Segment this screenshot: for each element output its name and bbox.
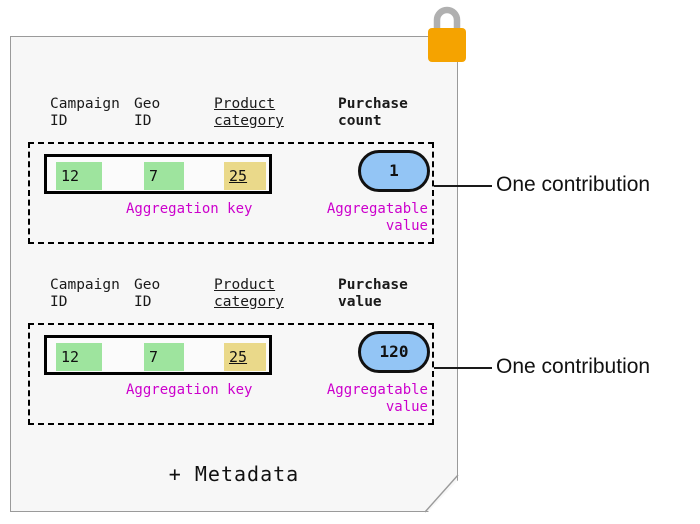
geo-id-value: 7 bbox=[144, 343, 184, 371]
contribution-boundary: 12 7 25 120 Aggregation key Aggregatable… bbox=[28, 323, 434, 425]
aggregation-key-caption: Aggregation key bbox=[126, 201, 253, 217]
aggregatable-report-card bbox=[10, 36, 458, 512]
header-product-category: Product category bbox=[214, 277, 284, 310]
header-geo-id: Geo ID bbox=[134, 277, 161, 310]
contribution-boundary: 12 7 25 1 Aggregation key Aggregatable v… bbox=[28, 142, 434, 244]
metadata-label: + Metadata bbox=[168, 462, 300, 486]
callout-leader-line bbox=[434, 367, 492, 369]
header-purchase-count: Purchase count bbox=[338, 96, 408, 129]
campaign-id-value: 12 bbox=[56, 162, 102, 190]
product-category-value: 25 bbox=[224, 343, 266, 371]
product-category-value: 25 bbox=[224, 162, 266, 190]
header-campaign-id: Campaign ID bbox=[50, 277, 120, 310]
aggregatable-value-caption: Aggregatable value bbox=[326, 201, 428, 234]
contribution-block-purchase-value: Campaign ID Geo ID Product category Purc… bbox=[28, 277, 434, 425]
contribution-block-purchase-count: Campaign ID Geo ID Product category Purc… bbox=[28, 96, 434, 244]
campaign-id-value: 12 bbox=[56, 343, 102, 371]
callout-leader-line bbox=[434, 185, 492, 187]
aggregatable-value-pill: 120 bbox=[358, 331, 430, 373]
callout-label-one-contribution: One contribution bbox=[496, 355, 651, 378]
callout-label-one-contribution: One contribution bbox=[496, 173, 651, 196]
column-headers: Campaign ID Geo ID Product category Purc… bbox=[28, 277, 434, 323]
header-purchase-value: Purchase value bbox=[338, 277, 408, 310]
aggregatable-value-caption: Aggregatable value bbox=[326, 382, 428, 415]
geo-id-value: 7 bbox=[144, 162, 184, 190]
aggregation-key-box: 12 7 25 bbox=[44, 335, 272, 375]
header-campaign-id: Campaign ID bbox=[50, 96, 120, 129]
padlock-icon bbox=[428, 6, 466, 62]
aggregatable-value-pill: 1 bbox=[358, 150, 430, 192]
aggregation-key-box: 12 7 25 bbox=[44, 154, 272, 194]
header-product-category: Product category bbox=[214, 96, 284, 129]
column-headers: Campaign ID Geo ID Product category Purc… bbox=[28, 96, 434, 142]
header-geo-id: Geo ID bbox=[134, 96, 161, 129]
aggregation-key-caption: Aggregation key bbox=[126, 382, 253, 398]
